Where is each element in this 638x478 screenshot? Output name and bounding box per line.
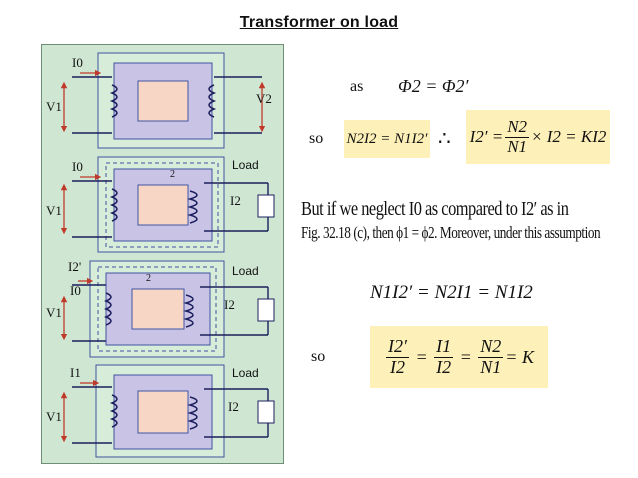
panel2-v1-label: V1 (46, 203, 62, 218)
eq3-lhs: I2′ = (469, 127, 504, 146)
as-word: as (350, 78, 364, 95)
panel3-load-label: Load (232, 264, 259, 278)
eq5-f2-num: I1 (434, 335, 454, 358)
panel3-flux-label: 2 (146, 273, 151, 284)
so-word-2: so (311, 348, 326, 365)
eq5-f3-den: N1 (480, 356, 502, 377)
panel2-i0-label: I0 (72, 159, 83, 174)
paragraph-line-1: But if we neglect I0 as compared to I2′ … (301, 198, 569, 220)
panel3-i2prime-label: I2' (68, 259, 81, 274)
so-word-1: so (309, 130, 324, 147)
panel-1: I0 V1 V2 (46, 52, 272, 149)
eq5-f1-den: I2 (390, 356, 405, 377)
panel2-i2-label: I2 (230, 193, 241, 208)
ratio-equation: I2′ I2 = I1 I2 = N2 N1 = K (370, 326, 548, 388)
panel2-load-label: Load (232, 158, 259, 172)
panel-2: I0 V1 Load I2 2 (46, 156, 275, 253)
eq3-fraction: N2 N1 (505, 116, 530, 156)
eq5-fraction-3: N2 N1 (478, 335, 504, 378)
panel4-i2-label: I2 (228, 399, 239, 414)
eq5-rhs: = K (505, 346, 534, 367)
i2prime-equation: I2′ = N2 N1 × I2 = KI2 (466, 110, 610, 164)
panel4-i1-label: I1 (70, 365, 81, 380)
panel4-load-label: Load (232, 366, 259, 380)
eq3-rhs: × I2 = KI2 (531, 127, 607, 146)
panel1-v2-label: V2 (256, 91, 272, 106)
transformer-diagram: I0 V1 V2 I0 V1 Load I2 2 (46, 52, 275, 458)
eq3-num: N2 (505, 116, 530, 138)
panel1-i0-label: I0 (72, 55, 83, 70)
eq5-f1-num: I2′ (386, 335, 409, 358)
page-title: Transformer on load (239, 14, 399, 31)
ampere-turn-equation-2: N1I2′ = N2I1 = N1I2 (370, 282, 533, 303)
assumption-paragraph: But if we neglect I0 as compared to I2′ … (301, 198, 636, 243)
panel-3: I2' I0 V1 Load I2 2 (46, 259, 275, 358)
panel1-v1-label: V1 (46, 99, 62, 114)
panel3-v1-label: V1 (46, 305, 62, 320)
eq5-fraction-2: I1 I2 (434, 335, 454, 378)
eq5-f2-den: I2 (436, 356, 452, 377)
eq5-fraction-1: I2′ I2 (386, 335, 409, 378)
panel2-flux-label: 2 (170, 169, 175, 180)
panel3-i0-label: I0 (70, 283, 81, 298)
panel3-i2-label: I2 (224, 297, 235, 312)
eq5-f3-num: N2 (478, 335, 504, 358)
ampere-turn-equation: N2I2 = N1I2′ (344, 120, 430, 158)
therefore-symbol: ∴ (438, 128, 451, 150)
transformer-figure: I0 V1 V2 I0 V1 Load I2 2 (41, 44, 284, 464)
paragraph-line-2: Fig. 32.18 (c), then ϕ1 = ϕ2. Moreover, … (301, 223, 601, 242)
panel4-v1-label: V1 (46, 409, 62, 424)
panel-4: I1 V1 Load I2 (46, 364, 275, 458)
flux-equation: Φ2 = Φ2′ (398, 76, 469, 96)
eq3-den: N1 (507, 136, 528, 156)
